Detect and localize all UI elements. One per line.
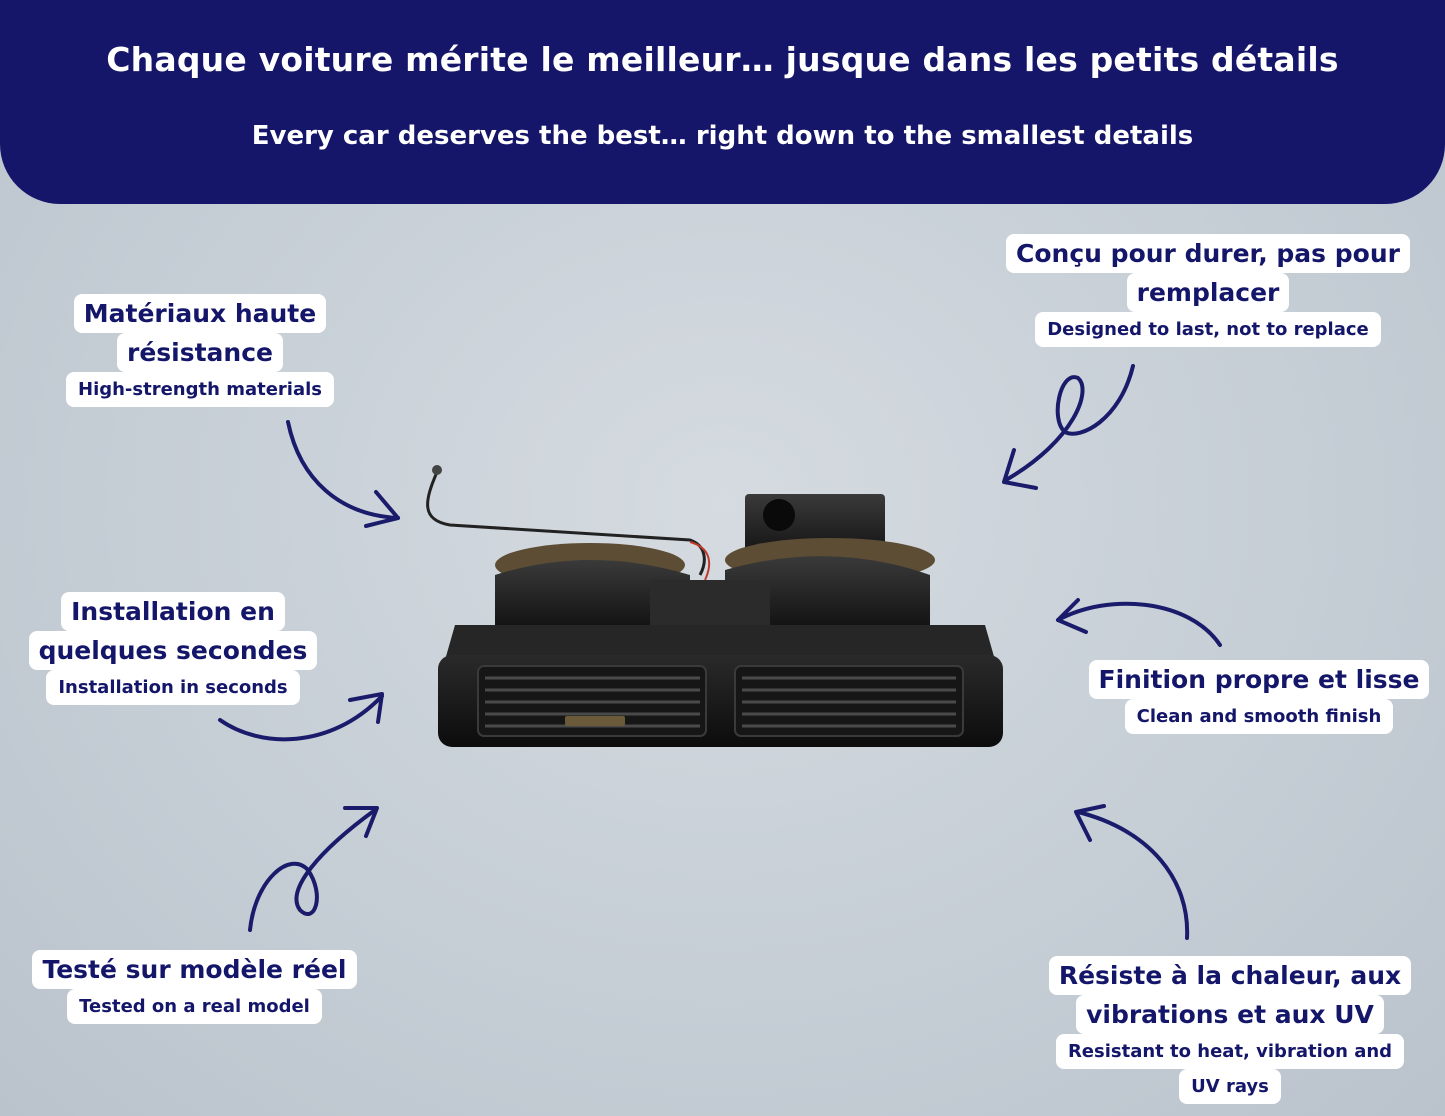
header-banner: Chaque voiture mérite le meilleur… jusqu… (0, 0, 1445, 204)
feature-subtitle-en: Designed to last, not to replace (1035, 312, 1381, 347)
feature-subtitle-en: Installation in seconds (46, 670, 300, 705)
feature-subtitle-en: Clean and smooth finish (1124, 699, 1394, 734)
air-vent-photo (426, 465, 1003, 747)
feature-title-fr: quelques secondes (28, 631, 318, 670)
curved-arrow-icon (1002, 364, 1135, 490)
feature-subtitle-en: Tested on a real model (67, 989, 322, 1024)
header-title-fr: Chaque voiture mérite le meilleur… jusqu… (106, 40, 1339, 79)
feature-callout-installation: Installation en quelques secondes Instal… (18, 592, 328, 705)
feature-title-fr: Matériaux haute (73, 294, 327, 333)
curved-arrow-icon (1074, 804, 1190, 940)
feature-title-fr: Conçu pour durer, pas pour (1006, 234, 1410, 273)
feature-callout-finish: Finition propre et lisse Clean and smoot… (1075, 660, 1443, 734)
feature-title-fr: Installation en (61, 592, 285, 631)
feature-title-fr: Finition propre et lisse (1088, 660, 1430, 699)
curved-arrow-icon (1056, 598, 1222, 647)
feature-title-fr: Testé sur modèle réel (32, 950, 357, 989)
feature-title-fr: vibrations et aux UV (1076, 995, 1384, 1034)
feature-subtitle-en: UV rays (1179, 1069, 1281, 1104)
feature-subtitle-en: Resistant to heat, vibration and (1055, 1034, 1405, 1069)
curved-arrow-icon (286, 420, 400, 528)
header-title-en: Every car deserves the best… right down … (251, 121, 1194, 151)
feature-callout-durable: Conçu pour durer, pas pour remplacer Des… (978, 234, 1438, 347)
curved-arrow-icon (218, 692, 384, 742)
feature-callout-tested: Testé sur modèle réel Tested on a real m… (22, 950, 367, 1024)
feature-title-fr: résistance (116, 333, 283, 372)
feature-title-fr: remplacer (1126, 273, 1290, 312)
feature-callout-materials: Matériaux haute résistance High-strength… (30, 294, 370, 407)
feature-title-fr: Résiste à la chaleur, aux (1048, 956, 1412, 995)
curved-arrow-icon (248, 806, 379, 932)
feature-subtitle-en: High-strength materials (66, 372, 334, 407)
feature-callout-resistant: Résiste à la chaleur, aux vibrations et … (1030, 956, 1430, 1104)
